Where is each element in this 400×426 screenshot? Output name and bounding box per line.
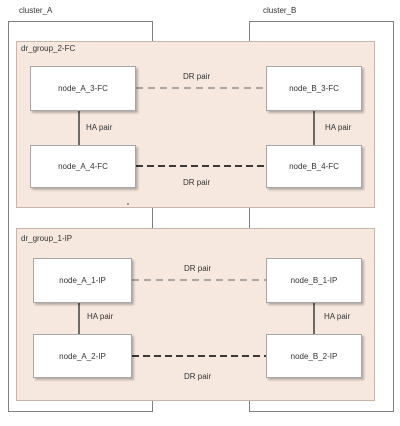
node-b-4-fc: node_B_4-FC — [266, 145, 362, 188]
ha-pair-label: HA pair — [325, 123, 352, 132]
node-a-4-fc: node_A_4-FC — [30, 145, 136, 188]
node-a-1-ip: node_A_1-IP — [33, 258, 132, 303]
dr-pair-label: DR pair — [184, 264, 212, 273]
cluster-a-box — [8, 21, 153, 412]
node-b-2-ip: node_B_2-IP — [266, 334, 362, 378]
node-b-3-fc: node_B_3-FC — [266, 66, 362, 111]
cluster-b-box — [249, 21, 394, 412]
node-a-3-fc: node_A_3-FC — [30, 66, 136, 111]
cluster-b-label: cluster_B — [263, 6, 297, 15]
cluster-a-label: cluster_A — [19, 6, 53, 15]
dr-group-1-ip-label: dr_group_1-IP — [21, 234, 73, 243]
node-b-1-ip: node_B_1-IP — [266, 258, 362, 303]
dr-pair-label: DR pair — [183, 178, 211, 187]
ha-pair-label: HA pair — [324, 312, 351, 321]
dr-group-2-fc-label: dr_group_2-FC — [21, 44, 76, 53]
ha-pair-label: HA pair — [87, 312, 114, 321]
dr-pair-label: DR pair — [183, 72, 211, 81]
node-a-2-ip: node_A_2-IP — [33, 334, 132, 378]
ha-pair-label: HA pair — [86, 123, 113, 132]
stray-dot — [127, 203, 129, 205]
dr-pair-label: DR pair — [184, 372, 212, 381]
